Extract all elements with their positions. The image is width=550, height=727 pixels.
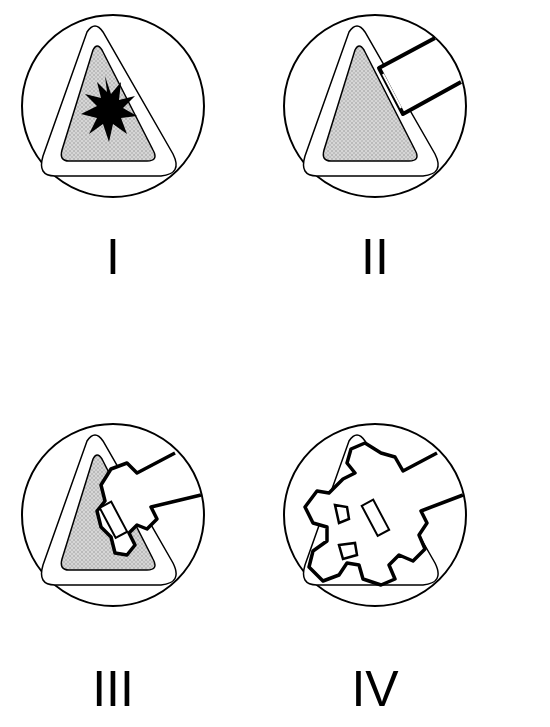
section-numeral: II	[361, 232, 389, 282]
section-numeral: III	[92, 664, 134, 714]
section-numeral: I	[106, 232, 120, 282]
section-one	[22, 15, 204, 197]
section-two	[284, 15, 466, 197]
section-four	[284, 424, 466, 606]
section-numeral: IV	[351, 664, 398, 714]
section-three	[22, 424, 204, 606]
